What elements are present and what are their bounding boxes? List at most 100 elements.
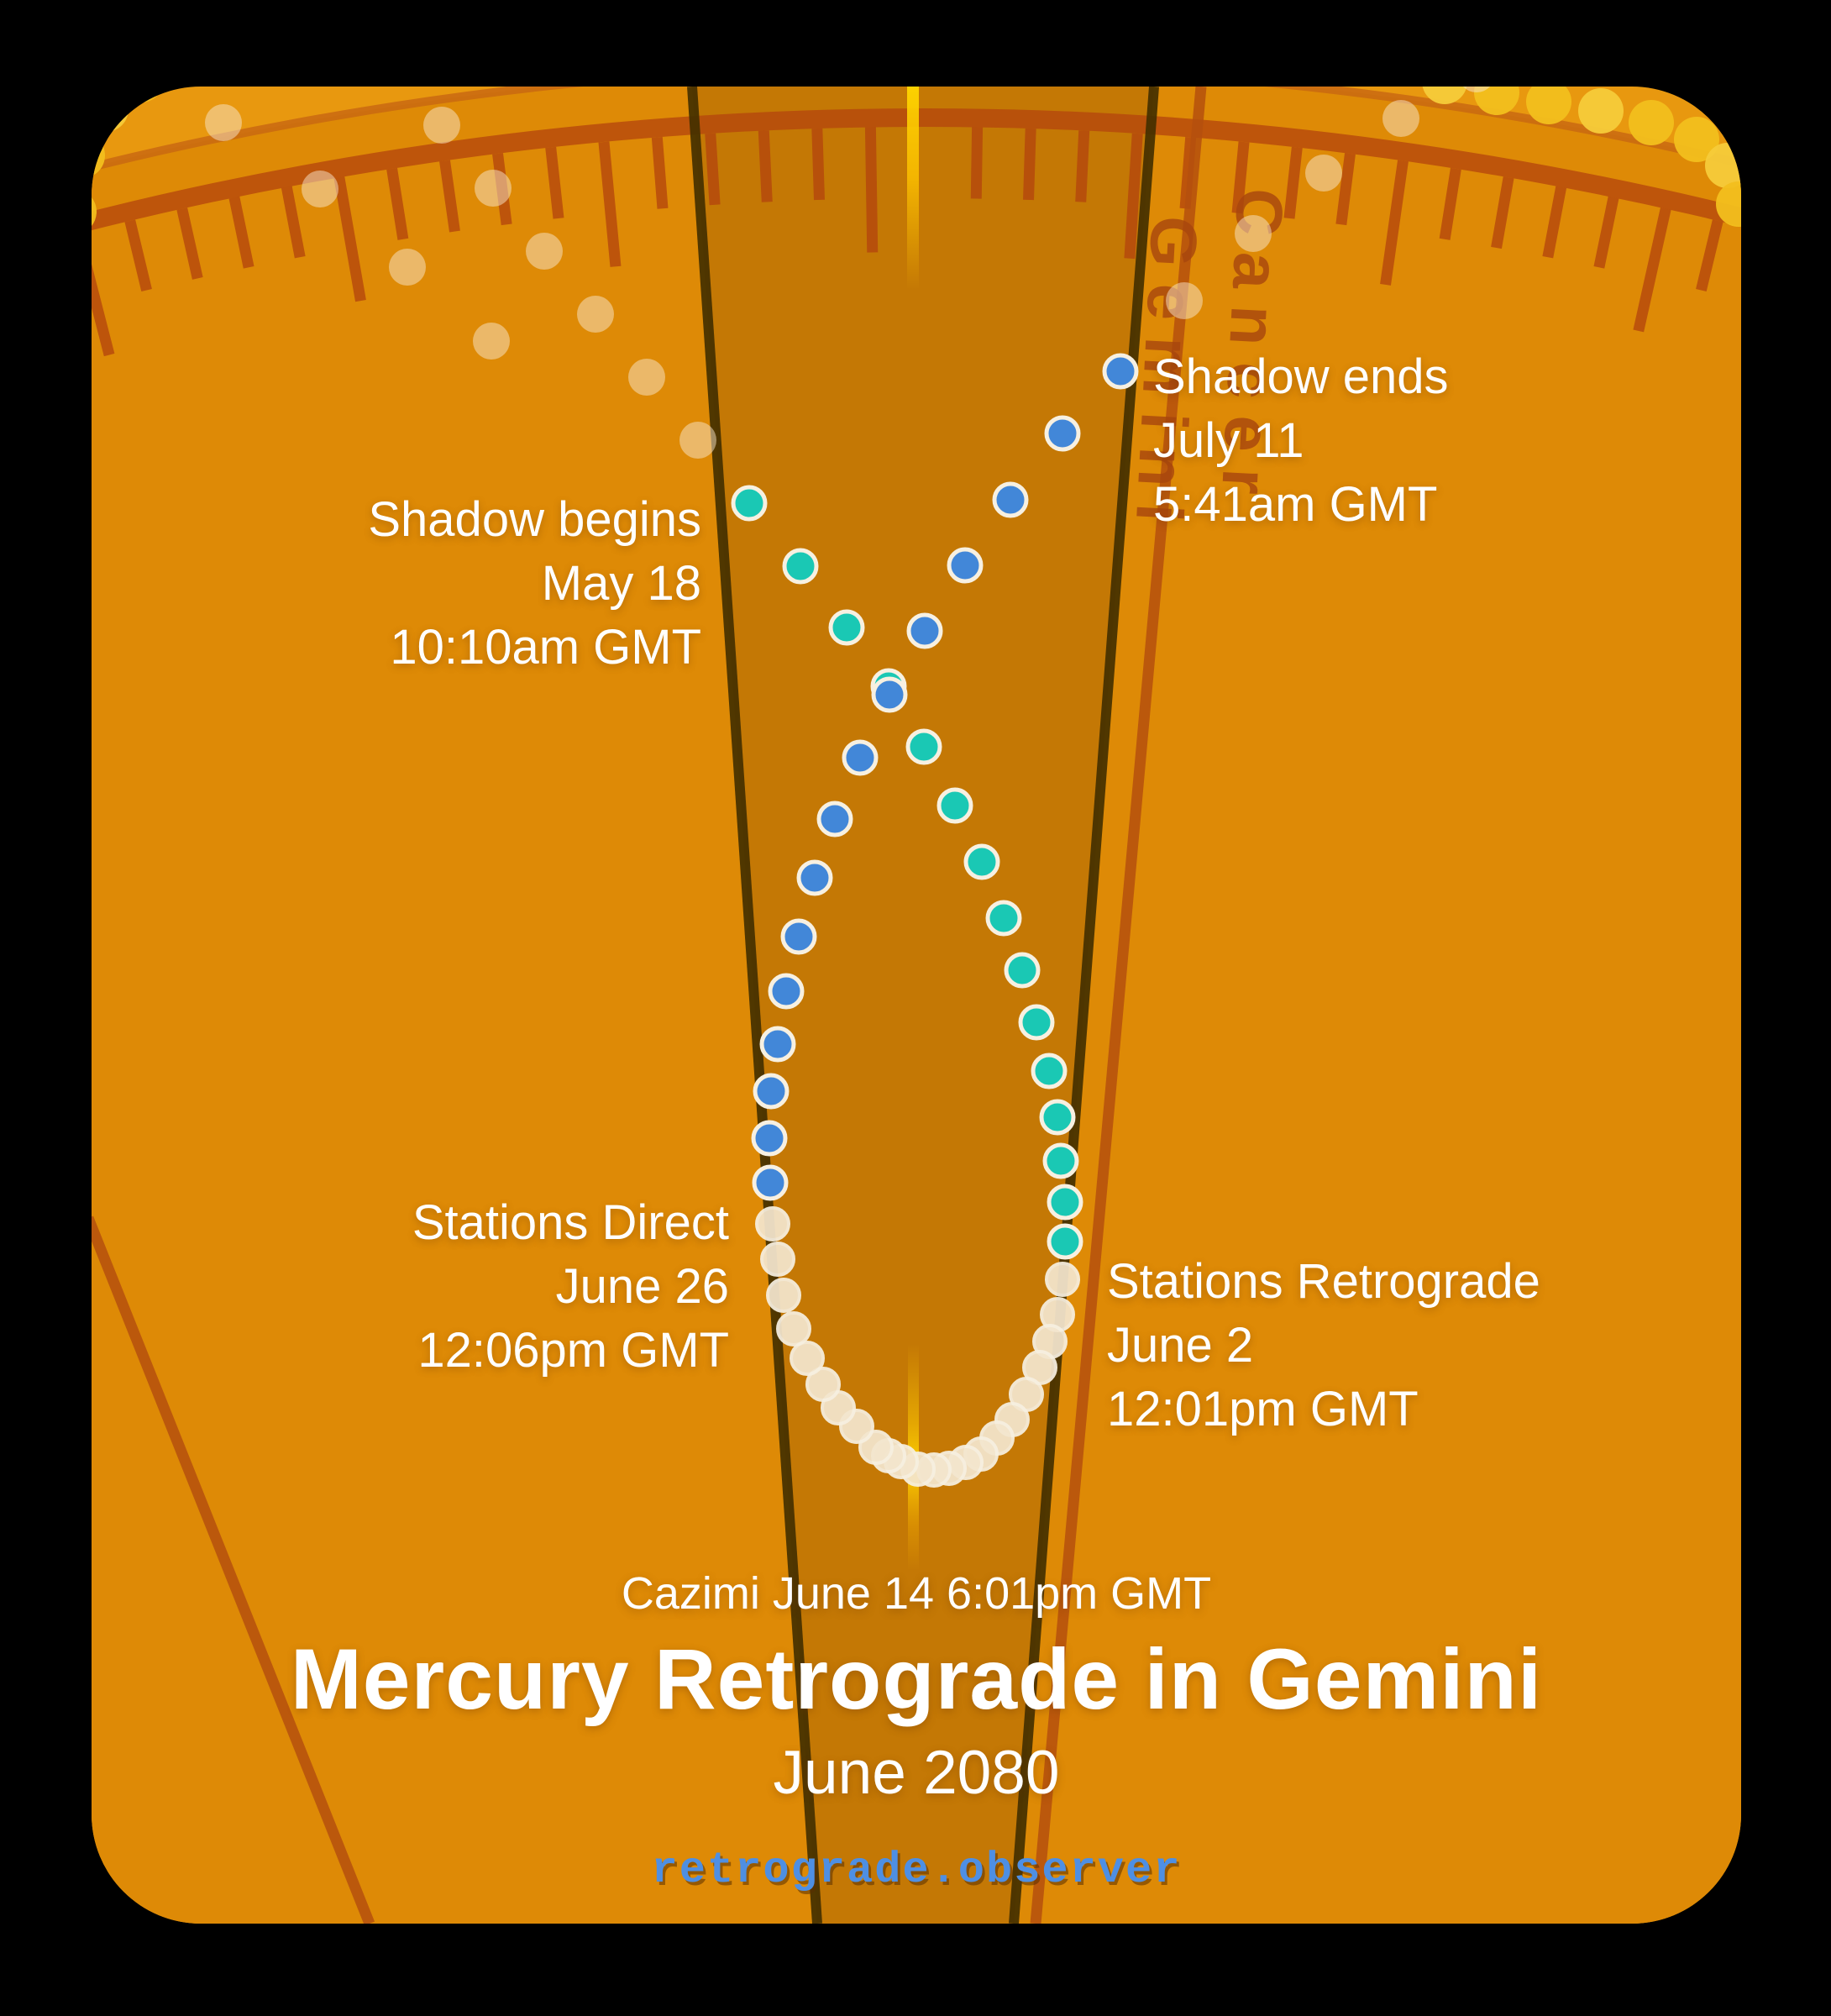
mercury-path-dot bbox=[1102, 353, 1139, 390]
mercury-path-dot bbox=[1382, 100, 1419, 137]
degree-tick bbox=[1439, 167, 1461, 240]
mercury-path-dot bbox=[985, 900, 1022, 937]
mercury-path-dot bbox=[766, 1278, 801, 1313]
degree-tick bbox=[176, 207, 203, 280]
degree-tick bbox=[705, 133, 721, 206]
rim-gold-dot bbox=[1474, 87, 1519, 115]
mercury-path-dot bbox=[679, 422, 716, 459]
mercury-path-dot bbox=[205, 104, 242, 141]
mercury-path-dot bbox=[731, 485, 768, 522]
mercury-path-dot bbox=[816, 801, 853, 837]
mercury-path-dot bbox=[751, 1120, 788, 1157]
zodiac-wheel-graphic: Gemini Cancer bbox=[92, 87, 1741, 1924]
shadow-ends-line2: July 11 bbox=[1153, 413, 1304, 468]
mercury-path-dot bbox=[526, 233, 563, 270]
degree-tick bbox=[228, 196, 254, 269]
rim-gold-dot bbox=[92, 87, 129, 132]
mercury-path-dot bbox=[905, 728, 942, 765]
mercury-path-dot bbox=[842, 739, 879, 776]
mercury-path-dots bbox=[205, 87, 1491, 1488]
mercury-path-dot bbox=[1031, 1053, 1068, 1089]
rim-gold-dot bbox=[92, 197, 97, 226]
site-footer-url: retrograde.observer bbox=[651, 1845, 1182, 1895]
degree-tick bbox=[598, 141, 622, 267]
degree-tick bbox=[1335, 153, 1356, 226]
degree-tick bbox=[1023, 128, 1036, 201]
mercury-path-dot bbox=[423, 107, 460, 144]
mercury-path-dot bbox=[906, 612, 943, 649]
mercury-path-dot bbox=[963, 843, 1000, 880]
stations-retrograde-line2: June 2 bbox=[1107, 1318, 1254, 1373]
rim-gold-dots bbox=[92, 87, 1741, 227]
rim-gold-dot bbox=[92, 134, 105, 176]
mercury-path-dot bbox=[753, 1073, 790, 1110]
mercury-path-dot bbox=[780, 918, 817, 955]
mercury-path-dot bbox=[776, 1311, 811, 1347]
mercury-path-dot bbox=[947, 547, 984, 584]
rim-gold-dot bbox=[1705, 143, 1741, 188]
mercury-path-dot bbox=[805, 1367, 841, 1402]
mercury-path-dot bbox=[1166, 282, 1203, 319]
poster-canvas: Gemini Cancer Shadow begins May 18 10:10… bbox=[92, 87, 1741, 1924]
mercury-path-dot bbox=[760, 1242, 795, 1277]
mercury-path-dot bbox=[796, 859, 833, 896]
shadow-zone-wedge bbox=[692, 87, 1154, 1924]
rim-gold-dot bbox=[1629, 100, 1674, 145]
degree-tick bbox=[1491, 176, 1514, 249]
mercury-path-dot bbox=[1039, 1099, 1076, 1136]
stations-retrograde-line1: Stations Retrograde bbox=[1107, 1254, 1540, 1309]
poster-subtitle: June 2080 bbox=[773, 1739, 1060, 1807]
degree-tick bbox=[92, 264, 115, 357]
degree-tick bbox=[1380, 160, 1409, 286]
mercury-path-dot bbox=[1047, 1223, 1083, 1260]
rim-gold-dot bbox=[119, 87, 163, 102]
degree-ticks bbox=[92, 127, 1723, 357]
mercury-path-dot bbox=[628, 359, 665, 396]
rim-gold-dot bbox=[1674, 117, 1719, 162]
mercury-path-dot bbox=[790, 1341, 825, 1376]
cazimi-label: Cazimi June 14 6:01pm GMT bbox=[621, 1568, 1212, 1619]
mercury-path-dot bbox=[1047, 1184, 1083, 1221]
mercury-path-dot bbox=[871, 676, 908, 713]
stations-retrograde-label: Stations Retrograde June 2 12:01pm GMT bbox=[1107, 1250, 1540, 1441]
degree-tick bbox=[1283, 146, 1303, 219]
degree-tick bbox=[386, 167, 409, 240]
mercury-path-dot bbox=[302, 171, 338, 207]
degree-tick bbox=[1124, 133, 1143, 260]
degree-tick bbox=[651, 136, 669, 209]
degree-tick bbox=[545, 146, 564, 219]
shadow-ends-line1: Shadow ends bbox=[1153, 349, 1449, 404]
stations-direct-label: Stations Direct June 26 12:06pm GMT bbox=[412, 1191, 729, 1383]
mercury-path-dot bbox=[389, 249, 426, 286]
shadow-begins-line3: 10:10am GMT bbox=[390, 620, 701, 675]
stations-direct-line2: June 26 bbox=[555, 1259, 729, 1314]
mercury-path-dot bbox=[1045, 1262, 1080, 1297]
rim-gold-dot bbox=[1578, 88, 1624, 134]
degree-tick bbox=[811, 128, 825, 201]
rim-gold-dot bbox=[1716, 181, 1741, 227]
degree-tick bbox=[124, 219, 152, 292]
shadow-ends-label: Shadow ends July 11 5:41am GMT bbox=[1153, 345, 1448, 537]
mercury-path-dot bbox=[759, 1026, 796, 1063]
shadow-begins-line2: May 18 bbox=[541, 556, 701, 611]
stations-direct-line3: 12:06pm GMT bbox=[417, 1323, 729, 1378]
degree-tick bbox=[439, 160, 460, 233]
degree-tick bbox=[758, 130, 773, 202]
degree-tick bbox=[1231, 141, 1250, 214]
mercury-path-dot bbox=[1004, 952, 1041, 989]
mercury-path-dot bbox=[782, 548, 819, 585]
rim-gold-dot bbox=[1422, 87, 1467, 104]
degree-tick bbox=[1696, 219, 1723, 292]
mercury-path-dot bbox=[473, 323, 510, 360]
mercury-path-dot bbox=[475, 170, 512, 207]
mercury-path-dot bbox=[828, 609, 865, 646]
mercury-path-dot bbox=[577, 296, 614, 333]
mercury-path-dot bbox=[1018, 1004, 1055, 1041]
mercury-path-dot bbox=[1235, 215, 1272, 252]
mercury-path-dot bbox=[768, 973, 805, 1010]
mercury-path-dot bbox=[936, 787, 973, 824]
cusp-line-taurus-gemini bbox=[92, 1215, 375, 1924]
degree-ruler-arc bbox=[92, 109, 1741, 232]
shadow-begins-line1: Shadow begins bbox=[368, 492, 701, 547]
